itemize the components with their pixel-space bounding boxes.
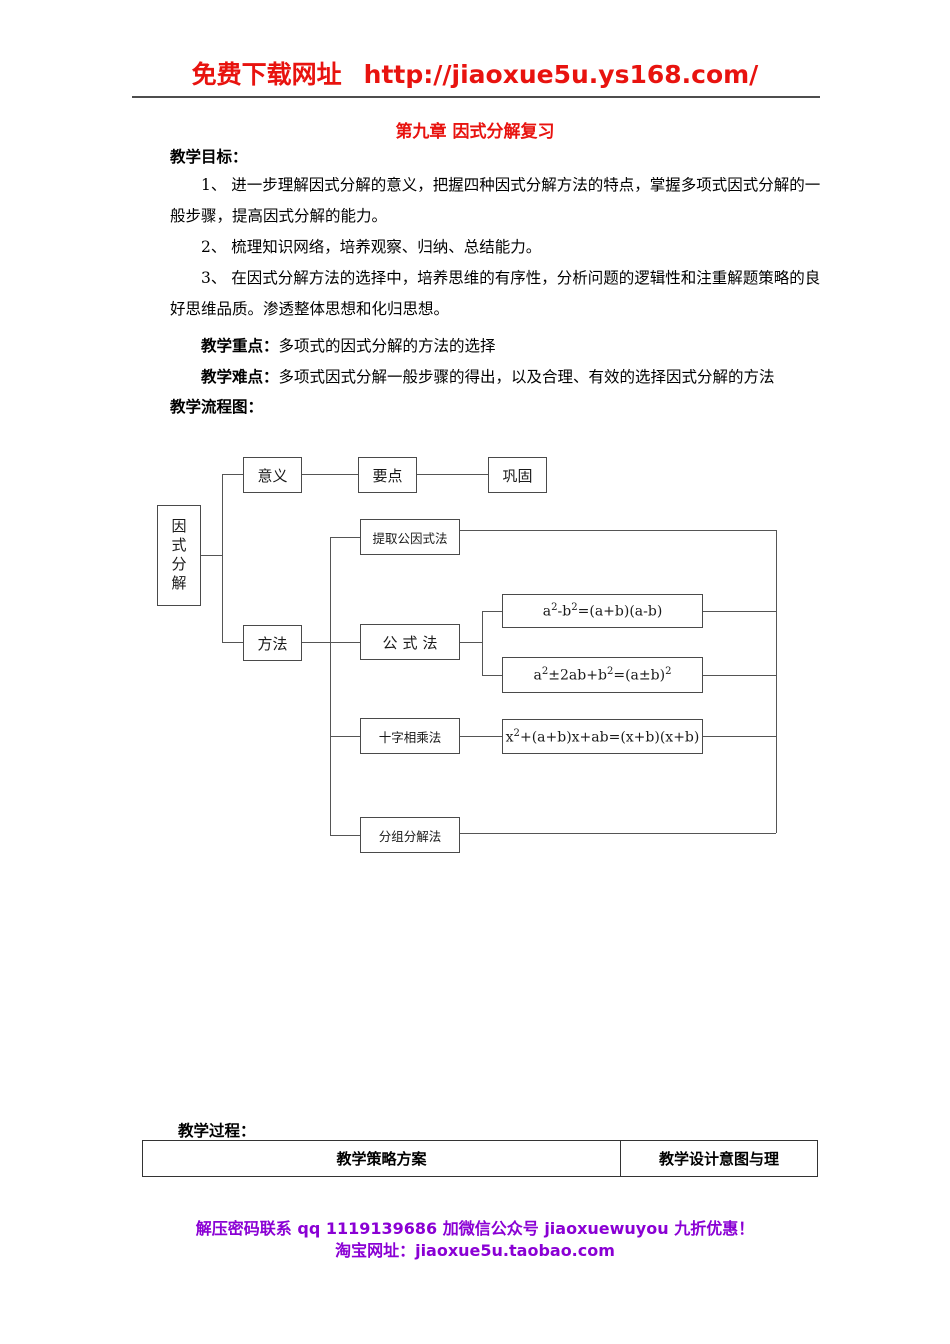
connector-crossformula-to-bus (703, 736, 776, 737)
lesson-body: 教学目标： 1、 进一步理解因式分解的意义，把握四种因式分解方法的特点，掌握多项… (170, 146, 830, 421)
connector-root-out (200, 555, 222, 556)
connector-root-bus (222, 474, 223, 643)
header-divider (132, 96, 820, 98)
flow-node-methods: 方法 (243, 625, 302, 661)
formula-text-perfect-square: a2±2ab+b2=(a±b)2 (533, 666, 672, 684)
key-point-label: 教学重点： (201, 336, 279, 356)
connector-root-to-methods (222, 642, 243, 643)
connector-formula-out (460, 642, 482, 643)
flow-node-consolidate: 巩固 (488, 457, 547, 493)
connector-keypoints-to-consolidate (417, 474, 488, 475)
header-banner-url: http://jiaoxue5u.ys168.com/ (363, 60, 759, 89)
flow-node-key-points: 要点 (358, 457, 417, 493)
header-banner: 免费下载网址 http://jiaoxue5u.ys168.com/ (0, 55, 950, 91)
formula-text-difference-of-squares: a2-b2=(a+b)(a-b) (542, 602, 663, 620)
connector-diffsquares-to-bus (703, 611, 776, 612)
flow-node-formula-method: 公式法 (360, 624, 460, 660)
connector-perfectsquare-to-bus (703, 675, 776, 676)
flow-node-common-factor-method: 提取公因式法 (360, 519, 460, 555)
connector-cross-to-formula (460, 736, 502, 737)
process-table: 教学策略方案 教学设计意图与理 (142, 1140, 818, 1177)
connector-right-bus (776, 530, 777, 833)
connector-grouping-to-bus (460, 833, 776, 834)
flow-node-formula-cross: x2+(a+b)x+ab=(x+b)(x+b) (502, 719, 703, 754)
formula-text-cross: x2+(a+b)x+ab=(x+b)(x+b) (505, 727, 700, 746)
objective-item-1: 1、 进一步理解因式分解的意义，把握四种因式分解方法的特点，掌握多项式因式分解的… (170, 176, 821, 226)
flow-node-grouping-method: 分组分解法 (360, 817, 460, 853)
difficulty-line: 教学难点：多项式因式分解一般步骤的得出，以及合理、有效的选择因式分解的方法 (170, 366, 830, 388)
connector-methods-out (302, 642, 330, 643)
connector-meaning-to-keypoints (302, 474, 358, 475)
process-heading: 教学过程： (178, 1121, 256, 1140)
objective-item-3: 3、 在因式分解方法的选择中，培养思维的有序性，分析问题的逻辑性和注重解题策略的… (170, 269, 821, 319)
flow-node-formula-difference-of-squares: a2-b2=(a+b)(a-b) (502, 594, 703, 628)
connector-root-to-meaning (222, 474, 243, 475)
connector-commonfactor-to-bus (460, 530, 776, 531)
footer-line-1: 解压密码联系 qq 1119139686 加微信公众号 jiaoxuewuyou… (195, 1219, 755, 1238)
objective-item-2: 2、 梳理知识网络，培养观察、归纳、总结能力。 (201, 238, 542, 257)
flow-node-cross-method: 十字相乘法 (360, 718, 460, 754)
flowchart-heading: 教学流程图： (170, 397, 264, 417)
connector-methods-to-grouping (330, 835, 360, 836)
process-table-header-strategy: 教学策略方案 (143, 1141, 621, 1176)
difficulty-label: 教学难点： (201, 366, 279, 386)
connector-methods-to-cross (330, 736, 360, 737)
key-point-line: 教学重点：多项式的因式分解的方法的选择 (170, 335, 830, 357)
connector-formula-to-perfectsquare (482, 675, 502, 676)
flow-node-meaning: 意义 (243, 457, 302, 493)
connector-methods-to-commonfactor (330, 537, 360, 538)
connector-formula-to-diffsquares (482, 611, 502, 612)
connector-formula-bus (482, 611, 483, 675)
flow-node-formula-perfect-square: a2±2ab+b2=(a±b)2 (502, 657, 703, 693)
footer-line-2: 淘宝网址：jiaoxue5u.taobao.com (335, 1240, 615, 1260)
flow-node-root: 因式分解 (157, 505, 201, 606)
process-table-header-intent: 教学设计意图与理 (658, 1150, 779, 1168)
key-point-text: 多项式的因式分解的方法的选择 (278, 337, 496, 356)
connector-methods-to-formula (330, 642, 360, 643)
footer-promo: 解压密码联系 qq 1119139686 加微信公众号 jiaoxuewuyou… (0, 1218, 950, 1261)
page-title: 第九章 因式分解复习 (395, 122, 555, 142)
connector-methods-bus (330, 537, 331, 835)
header-banner-label: 免费下载网址 (191, 60, 342, 89)
difficulty-text: 多项式因式分解一般步骤的得出，以及合理、有效的选择因式分解的方法 (278, 367, 775, 386)
objectives-heading: 教学目标： (170, 147, 248, 166)
